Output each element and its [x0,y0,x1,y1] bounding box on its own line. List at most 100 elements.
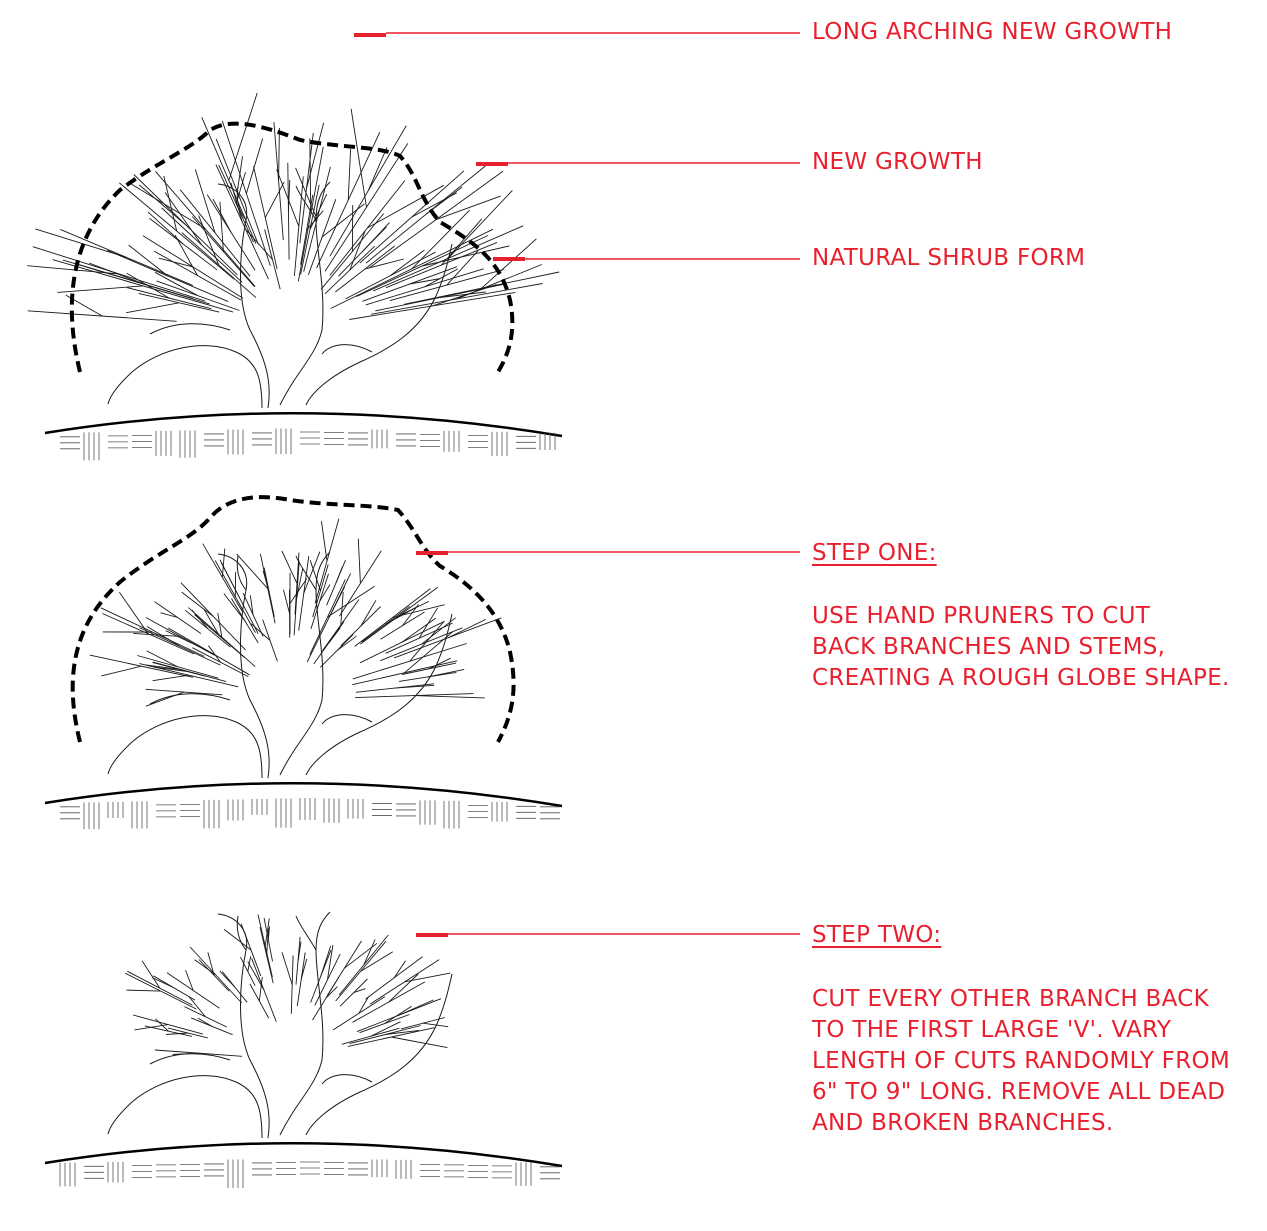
label-natural-shrub-form: NATURAL SHRUB FORM [812,243,1085,274]
leader-lines [354,33,800,935]
trunk-line [150,1054,230,1064]
leader-long-arching [354,33,800,35]
branch-line [150,218,218,269]
trunk-line [108,346,262,408]
twig-line [57,286,142,293]
step-two-line-1: CUT EVERY OTHER BRANCH BACK [812,984,1230,1015]
branch-line [295,553,299,615]
shrub-before-pruning [27,93,562,460]
branch-line [330,126,406,257]
branch-line [360,171,464,263]
shrub-step-one [45,497,562,829]
leader-new-growth [476,163,800,164]
twig-line [135,1025,169,1030]
branch-line [157,281,240,311]
twig-line [146,692,184,706]
label-new-growth: NEW GROWTH [812,147,983,178]
branch-line [288,163,289,260]
twig-line [161,613,178,618]
twig-line [246,139,262,194]
twig-line [304,552,320,594]
branch-line [315,954,340,1006]
trunk-structure [108,552,452,778]
soil-hatch [60,428,555,460]
trunk-line [108,716,262,778]
twig-line [399,1000,434,1015]
twig-line [321,521,327,561]
twig-line [307,123,324,188]
branch-line [28,311,177,322]
twig-line [282,952,292,984]
branch-line [370,960,439,1005]
branch-twigs [27,93,559,321]
trunk-line [322,345,372,354]
branch-line [222,972,247,1003]
twig-line [336,567,342,583]
twig-line [222,549,225,578]
twig-line [348,149,350,200]
trunk-line [150,324,230,334]
twig-line [126,990,161,991]
branch-line [90,655,193,677]
leader-step-two [416,934,800,935]
trunk-line [322,1075,372,1084]
twig-line [208,646,220,662]
twig-line [259,977,262,1001]
twig-line [351,109,366,208]
branch-line [155,1050,242,1056]
soil-hatch [60,1159,560,1188]
step-one-line-1: USE HAND PRUNERS TO CUT [812,601,1230,632]
twig-line [358,539,360,584]
twig-line [329,628,340,643]
twig-line [282,551,297,583]
twig-line [279,128,280,181]
branch-line [192,648,248,677]
step-one-line-2: BACK BRANCHES AND STEMS, [812,632,1230,663]
branch-line [119,183,234,279]
branch-line [314,622,344,664]
trunk-line [150,694,230,704]
branch-twigs [125,915,450,1057]
step-two-heading: STEP TWO: [812,920,941,951]
branch-line [219,165,254,242]
twig-line [195,960,216,975]
twig-line [429,658,451,669]
twig-line [391,1037,447,1048]
twig-line [263,571,269,593]
twig-line [414,696,485,698]
twig-line [337,636,357,651]
ground-line [45,413,562,436]
shrub-step-two [45,912,562,1188]
step-two-line-4: 6" TO 9" LONG. REMOVE ALL DEAD [812,1077,1230,1108]
twig-line [367,185,444,228]
twig-line [359,997,369,1014]
branch-twigs [90,519,502,707]
twig-line [428,669,465,677]
twig-line [296,168,318,219]
twig-line [159,258,193,267]
twig-line [142,961,160,988]
twig-line [126,303,179,313]
trunk-line [322,715,372,724]
step-one-line-3: CREATING A ROUGH GLOBE SHAPE. [812,663,1230,694]
ground-line [45,783,562,806]
twig-line [447,251,478,286]
trunk-line [218,914,269,1138]
ground-line [45,1143,562,1166]
trunk-line [280,182,330,405]
twig-line [368,147,387,191]
step-two-line-5: AND BROKEN BRANCHES. [812,1108,1230,1139]
twig-line [448,619,486,638]
soil-hatch [60,798,560,829]
step-two-line-2: TO THE FIRST LARGE 'V'. VARY [812,1015,1230,1046]
twig-line [310,560,320,591]
twig-line [229,93,257,181]
trunk-structure [108,182,452,408]
twig-line [153,675,189,681]
twig-line [421,618,455,645]
branch-line [167,973,220,1009]
twig-line [182,592,214,616]
branch-line [404,272,559,304]
branch-line [357,999,441,1032]
trunk-line [218,184,269,408]
